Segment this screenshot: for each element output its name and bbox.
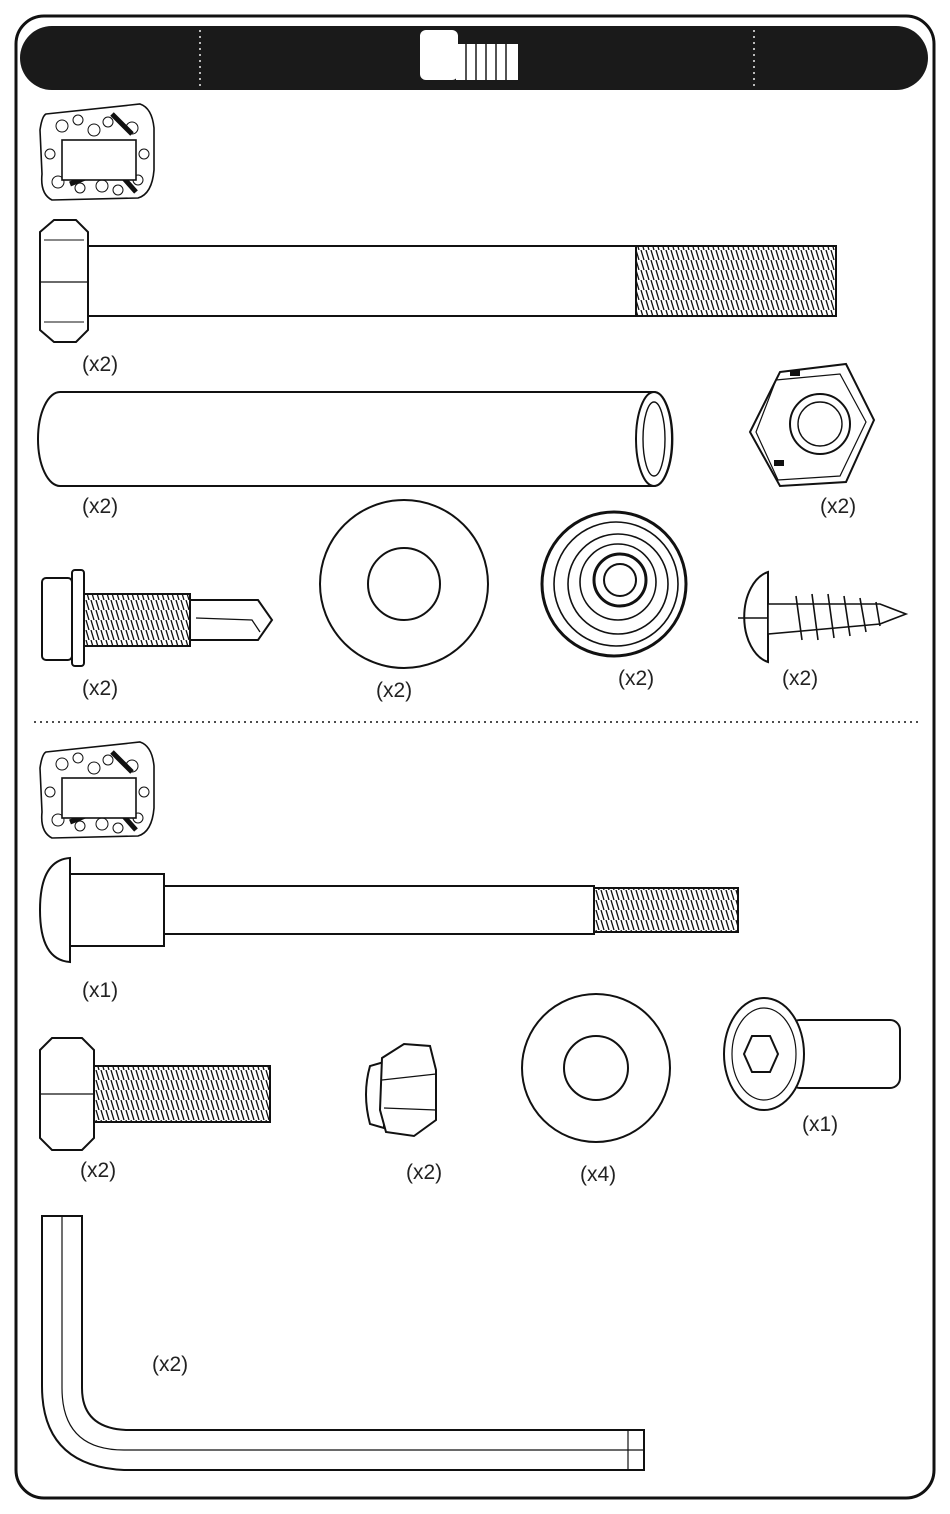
header-bar xyxy=(20,26,928,90)
qty-label: (x2) xyxy=(618,668,654,689)
qty-label: (x1) xyxy=(802,1114,838,1135)
hardware-bag-icon xyxy=(40,742,154,838)
qty-label: (x2) xyxy=(376,680,412,701)
qty-label: (x2) xyxy=(406,1162,442,1183)
qty-label: (x2) xyxy=(82,678,118,699)
flat-washer xyxy=(320,500,488,668)
qty-label: (x2) xyxy=(82,354,118,375)
qty-label: (x2) xyxy=(152,1354,188,1375)
flat-washer xyxy=(522,994,670,1142)
qty-label: (x2) xyxy=(82,496,118,517)
qty-label: (x2) xyxy=(80,1160,116,1181)
qty-label: (x2) xyxy=(820,496,856,517)
spacer-tube xyxy=(38,392,672,486)
hardware-bag-icon xyxy=(40,104,154,200)
qty-label: (x4) xyxy=(580,1164,616,1185)
page-border xyxy=(16,16,934,1498)
qty-label: (x2) xyxy=(782,668,818,689)
qty-label: (x1) xyxy=(82,980,118,1001)
cup-washer xyxy=(542,512,686,656)
